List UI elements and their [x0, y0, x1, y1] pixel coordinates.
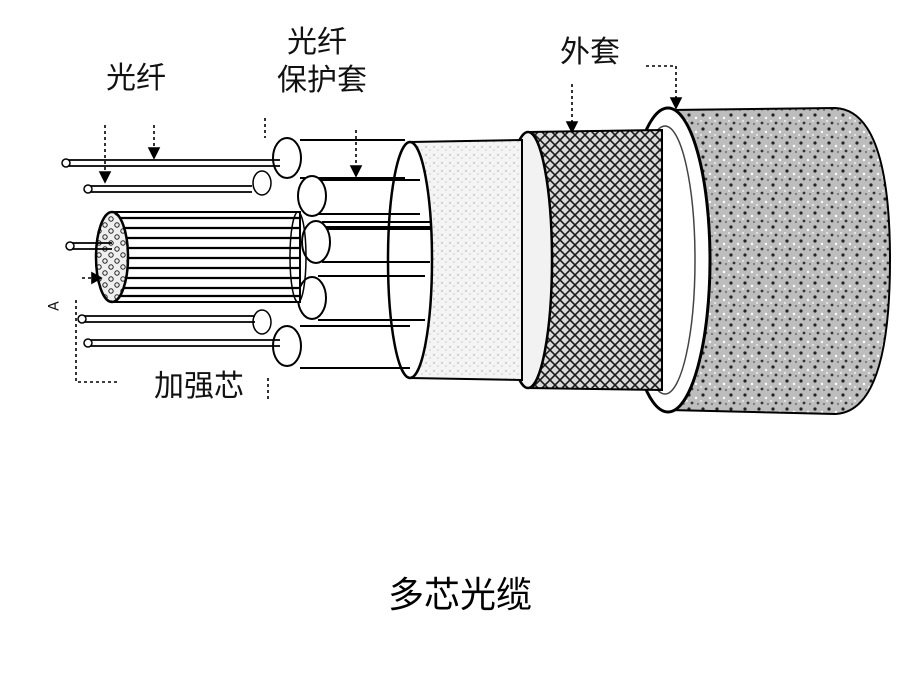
label-outer-sheath: 外套 [560, 35, 620, 70]
strength-core [94, 210, 307, 304]
label-fiber-jacket-line1: 光纤 [287, 25, 347, 60]
outer-sheath [624, 106, 892, 416]
fiber-jackets [252, 137, 430, 369]
armor-layer [502, 128, 663, 392]
label-strength-core: 加强芯 [154, 369, 244, 404]
figure-caption: 多芯光缆 [387, 575, 532, 616]
optical-fibers [61, 158, 280, 348]
label-fiber: 光纤 [106, 61, 166, 96]
label-marker-a: A [46, 301, 63, 311]
leader-lines [75, 65, 683, 400]
label-fiber-jacket-line2: 保护套 [277, 63, 367, 98]
inner-tape-layer [386, 138, 523, 382]
